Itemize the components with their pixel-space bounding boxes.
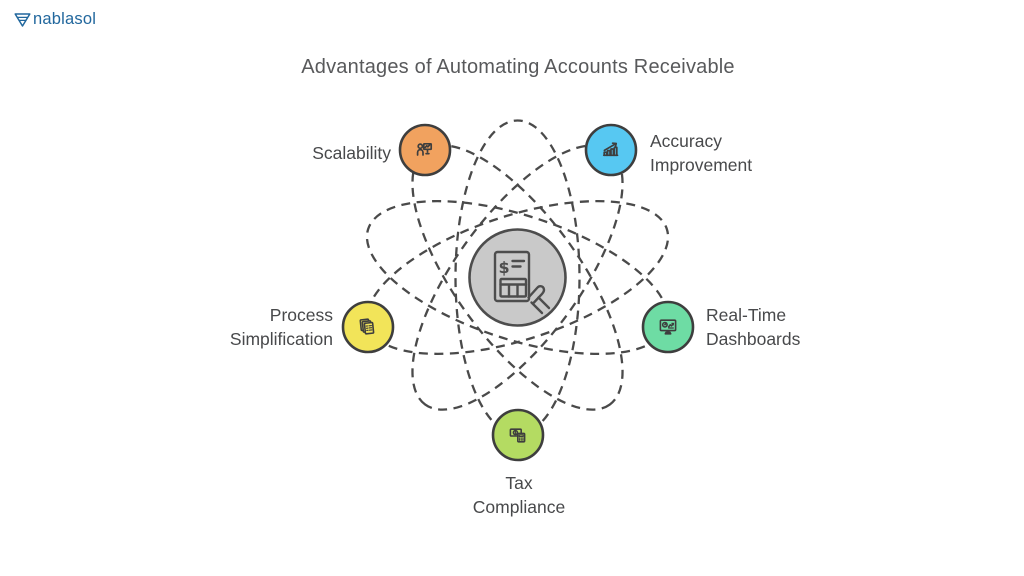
node-tax-compliance [491,408,545,462]
invoice-hand-icon: $ [493,250,551,315]
brand-logo: nablasol [13,10,96,29]
node-real-time-dashboards [641,300,695,354]
node-label-real-time-dashboards: Real-Time Dashboards [706,303,800,351]
label-line: Improvement [650,155,753,175]
label-line: Dashboards [706,329,801,349]
node-label-tax-compliance: Tax Compliance [473,471,565,519]
label-line: Simplification [229,329,333,349]
presentation-growth-icon [416,142,433,156]
label-line: Real-Time [706,305,787,325]
nabla-logo-icon [13,10,32,29]
node-label-process-simplification: Process Simplification [230,303,333,351]
bar-chart-arrow-icon [602,142,619,157]
node-accuracy-improvement [584,123,638,177]
svg-text:$: $ [499,258,510,277]
label-line: Tax [505,473,533,493]
central-node: $ [468,228,567,327]
label-line: Accuracy [650,131,722,151]
page-title: Advantages of Automating Accounts Receiv… [301,56,735,78]
node-label-scalability: Scalability [312,141,391,165]
node-scalability [398,123,452,177]
node-process-simplification [341,300,395,354]
dashboard-monitor-icon [659,319,677,335]
node-label-accuracy-improvement: Accuracy Improvement [650,129,752,177]
label-line: Compliance [472,497,566,517]
brand-name: nablasol [33,10,97,28]
money-calculator-icon [509,428,526,443]
stacked-documents-icon [359,318,375,335]
label-line: Process [269,305,333,325]
label-line: Scalability [312,143,391,163]
